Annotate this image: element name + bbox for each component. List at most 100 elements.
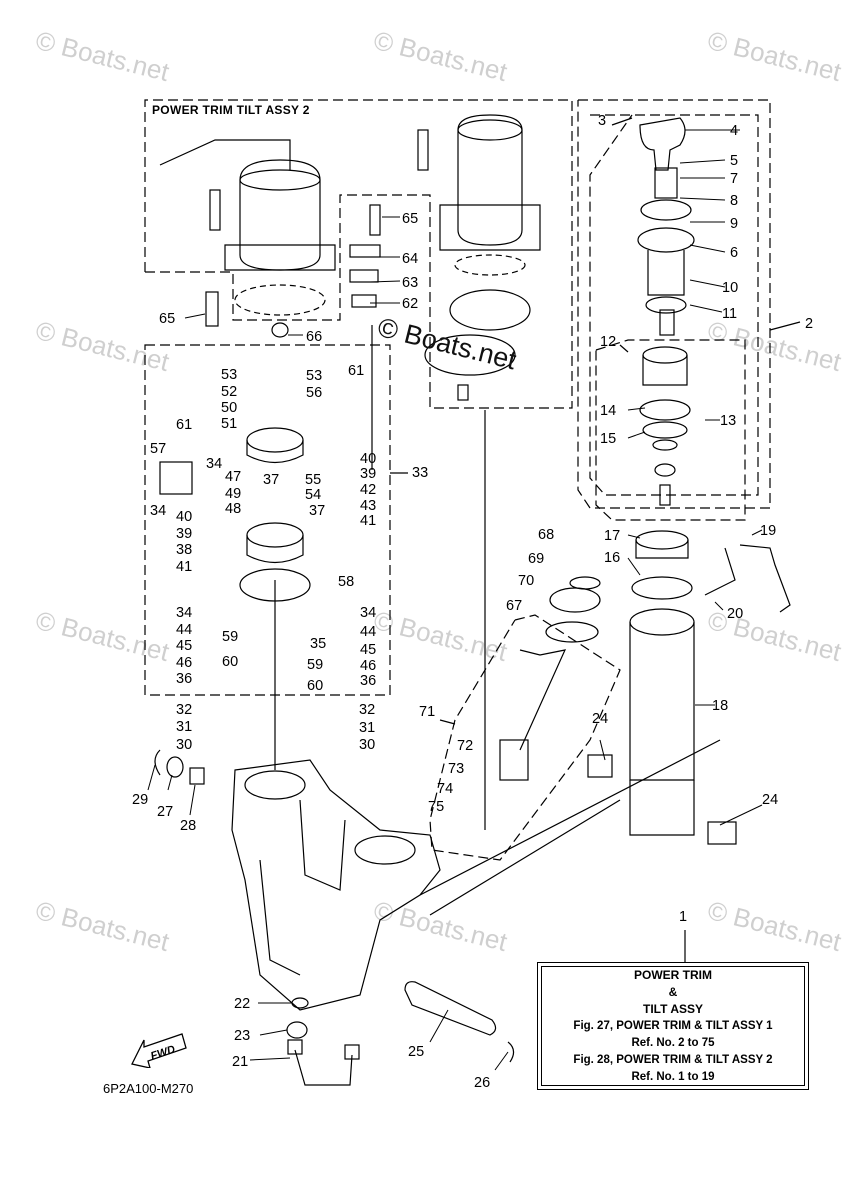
motor-right — [417, 114, 541, 401]
ref-line-amp: & — [668, 985, 678, 999]
valve-assembly — [159, 204, 381, 602]
drawing-code: 6P2A100-M270 — [103, 1081, 194, 1096]
callout-label: 50 — [221, 400, 237, 416]
callout-label: 43 — [360, 498, 376, 514]
callout-label: 1 — [679, 909, 687, 925]
callout-label: 2 — [805, 316, 813, 332]
callout-label: 12 — [600, 334, 616, 350]
callout-label: 24 — [592, 711, 608, 727]
callout-label: 7 — [730, 171, 738, 187]
callout-label: 11 — [722, 306, 737, 322]
callout-label: 14 — [600, 403, 616, 419]
callout-label: 32 — [359, 702, 375, 718]
callout-label: 36 — [360, 673, 376, 689]
callout-label: 17 — [604, 528, 620, 544]
callout-label: 48 — [225, 501, 241, 517]
callout-label: 60 — [222, 654, 238, 670]
callout-label: 39 — [176, 526, 192, 542]
callout-label: 3 — [598, 113, 606, 129]
callout-label: 70 — [518, 573, 534, 589]
assembly-boundaries — [144, 99, 771, 861]
callout-label: 24 — [762, 792, 778, 808]
callout-label: 33 — [412, 465, 428, 481]
callout-label: 61 — [348, 363, 364, 379]
callout-label: 62 — [402, 296, 418, 312]
callout-label: 26 — [474, 1075, 490, 1091]
tilt-cylinder — [629, 117, 791, 836]
callout-label: 40 — [176, 509, 192, 525]
callout-label: 40 — [360, 451, 376, 467]
callout-label: 49 — [225, 486, 241, 502]
callout-label: 53 — [306, 368, 322, 384]
callout-label: 41 — [176, 559, 192, 575]
callout-label: 23 — [234, 1028, 250, 1044]
callout-label: 30 — [359, 737, 375, 753]
callout-label: 32 — [176, 702, 192, 718]
callout-label: 16 — [604, 550, 620, 566]
callout-label: 31 — [359, 720, 375, 736]
callout-label: 42 — [360, 482, 376, 498]
callout-label: 44 — [176, 622, 192, 638]
callout-label: 71 — [419, 704, 435, 720]
callout-label: 35 — [310, 636, 326, 652]
callout-label: 10 — [722, 280, 738, 296]
callout-label: 39 — [360, 466, 376, 482]
callout-label: 34 — [150, 503, 166, 519]
callout-label: 29 — [132, 792, 148, 808]
callout-label: 5 — [730, 153, 738, 169]
callout-label: 45 — [360, 642, 376, 658]
ref-line-fig28: Fig. 28, POWER TRIM & TILT ASSY 2 — [573, 1054, 773, 1066]
callout-label: 18 — [712, 698, 728, 714]
callout-label: 44 — [360, 624, 376, 640]
callout-label: 51 — [221, 416, 237, 432]
callout-label: 20 — [727, 606, 743, 622]
callout-label: 22 — [234, 996, 250, 1012]
callout-label: 9 — [730, 216, 738, 232]
callout-label: 57 — [150, 441, 166, 457]
callout-label: 59 — [307, 657, 323, 673]
callout-label: 31 — [176, 719, 192, 735]
callout-label: 13 — [720, 413, 736, 429]
callout-label: 66 — [306, 329, 322, 345]
callout-label: 73 — [448, 761, 464, 777]
callout-label: 41 — [360, 513, 376, 529]
callout-label: 67 — [506, 598, 522, 614]
callout-label: 55 — [305, 472, 321, 488]
callout-label: 4 — [730, 123, 738, 139]
callout-label: 36 — [176, 671, 192, 687]
callout-label: 34 — [206, 456, 222, 472]
callout-label: 75 — [428, 799, 444, 815]
callout-label: 65 — [402, 211, 418, 227]
callout-label: 52 — [221, 384, 237, 400]
callout-numbers: 1 2 3 4 5 6 7 8 9 10 11 12 13 14 15 16 1… — [132, 113, 813, 1091]
callout-label: 65 — [159, 311, 175, 327]
callout-label: 46 — [176, 655, 192, 671]
callout-label: 38 — [176, 542, 192, 558]
callout-label: 47 — [225, 469, 241, 485]
pipe-21 — [287, 1039, 360, 1086]
callout-label: 53 — [221, 367, 237, 383]
callout-label: 6 — [730, 245, 738, 261]
callout-label: 74 — [437, 781, 453, 797]
callout-label: 28 — [180, 818, 196, 834]
callout-label: 34 — [176, 605, 192, 621]
callout-label: 34 — [360, 605, 376, 621]
callout-label: 54 — [305, 487, 321, 503]
callout-label: 8 — [730, 193, 738, 209]
callout-label: 59 — [222, 629, 238, 645]
ref-line-subtitle: TILT ASSY — [643, 1002, 703, 1016]
callout-label: 64 — [402, 251, 418, 267]
callout-label: 68 — [538, 527, 554, 543]
callout-label: 27 — [157, 804, 173, 820]
piston-rod — [499, 576, 601, 781]
ref-line-fig27: Fig. 27, POWER TRIM & TILT ASSY 1 — [573, 1020, 773, 1032]
callout-label: 63 — [402, 275, 418, 291]
clamp-bracket — [231, 739, 721, 1036]
ref-line-title: POWER TRIM — [634, 968, 712, 982]
callout-label: 69 — [528, 551, 544, 567]
reference-box: POWER TRIM & TILT ASSY Fig. 27, POWER TR… — [537, 962, 809, 1090]
motor-left — [159, 139, 336, 316]
ref-line-ref27: Ref. No. 2 to 75 — [631, 1037, 715, 1049]
callout-label: 56 — [306, 385, 322, 401]
